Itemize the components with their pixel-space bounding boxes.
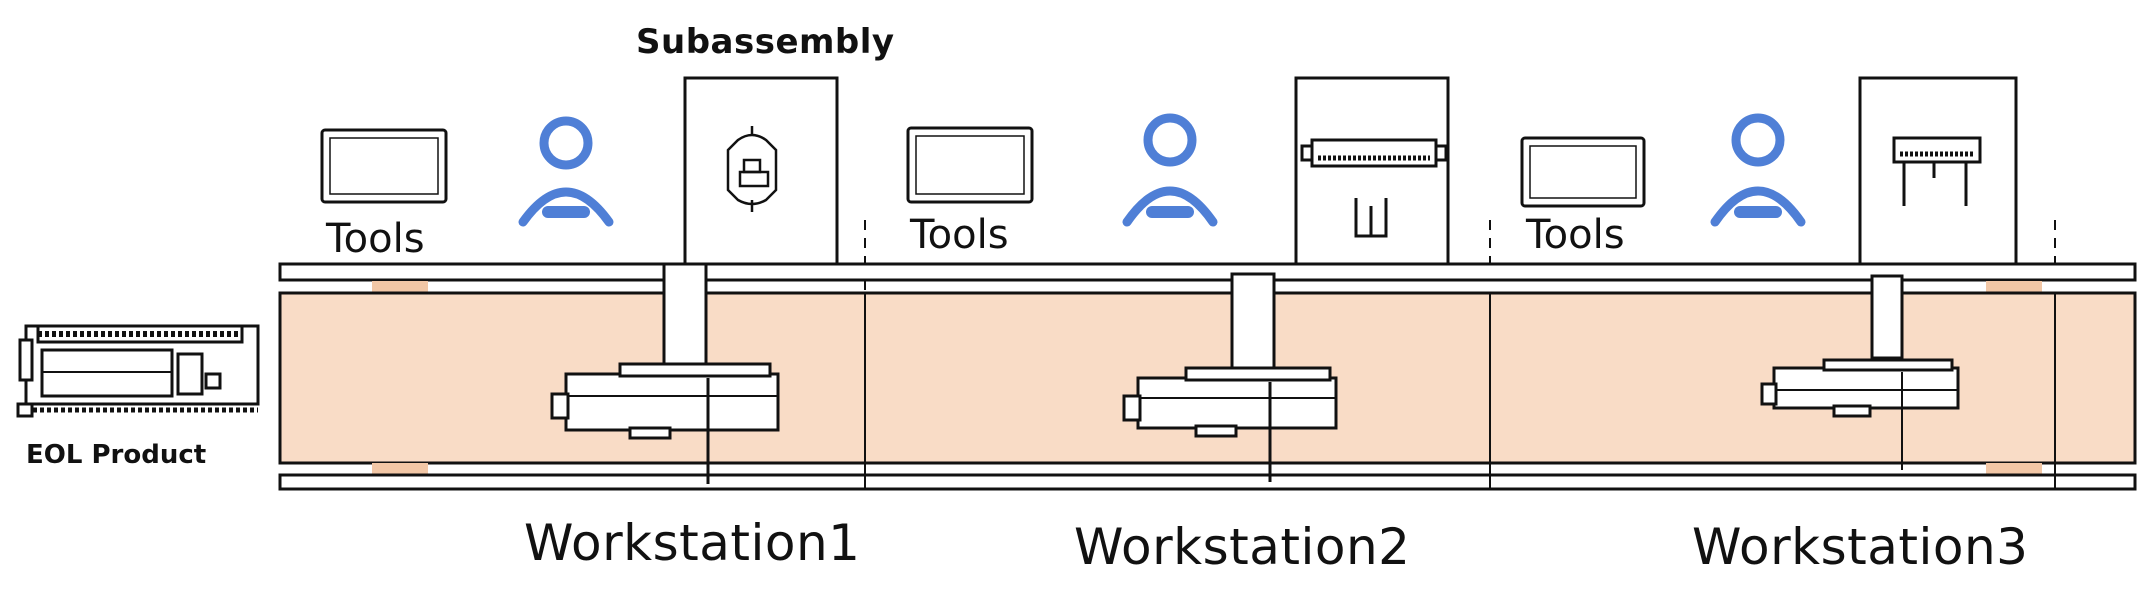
belt-roller	[372, 463, 428, 475]
subassembly-box	[1858, 76, 2018, 266]
tools-label-ws1: Tools	[326, 216, 425, 262]
subassembly-part-icon	[726, 126, 778, 212]
worker-icon	[1710, 113, 1806, 227]
eol-product-label: EOL Product	[26, 440, 207, 470]
tools-label-ws3: Tools	[1526, 212, 1625, 258]
tools-monitor-icon	[1520, 136, 1646, 208]
station-dividers	[864, 220, 2056, 490]
workstation-3-label: Workstation3	[1692, 518, 2029, 576]
worker-icon	[1122, 113, 1218, 227]
machine-part	[550, 362, 780, 484]
workstation-1	[320, 76, 839, 484]
mount-pillar	[662, 262, 708, 366]
machine-part	[1122, 366, 1338, 482]
conveyor-top-rail	[278, 262, 2137, 282]
bracket-icon	[1892, 136, 1982, 206]
eol-product-icon	[16, 324, 260, 418]
mount-pillar	[1230, 272, 1276, 372]
workstation-3	[1520, 76, 2018, 470]
workstation-2	[906, 76, 1450, 482]
belt-roller	[1986, 281, 2042, 293]
workstation-2-label: Workstation2	[1074, 518, 1411, 576]
belt-roller	[1986, 463, 2042, 475]
conveyor-bottom-rail	[278, 473, 2137, 491]
machine-part	[1760, 358, 1960, 470]
tools-monitor-icon	[320, 128, 448, 204]
belt-roller	[372, 281, 428, 293]
workstation-1-label: Workstation1	[524, 514, 861, 572]
tools-label-ws2: Tools	[910, 212, 1009, 258]
rail-clamp-icon	[1300, 138, 1448, 238]
mount-pillar	[1870, 274, 1904, 360]
subassembly-label: Subassembly	[636, 22, 895, 62]
subassembly-box	[1294, 76, 1450, 266]
worker-icon	[518, 116, 614, 227]
tools-monitor-icon	[906, 126, 1034, 204]
